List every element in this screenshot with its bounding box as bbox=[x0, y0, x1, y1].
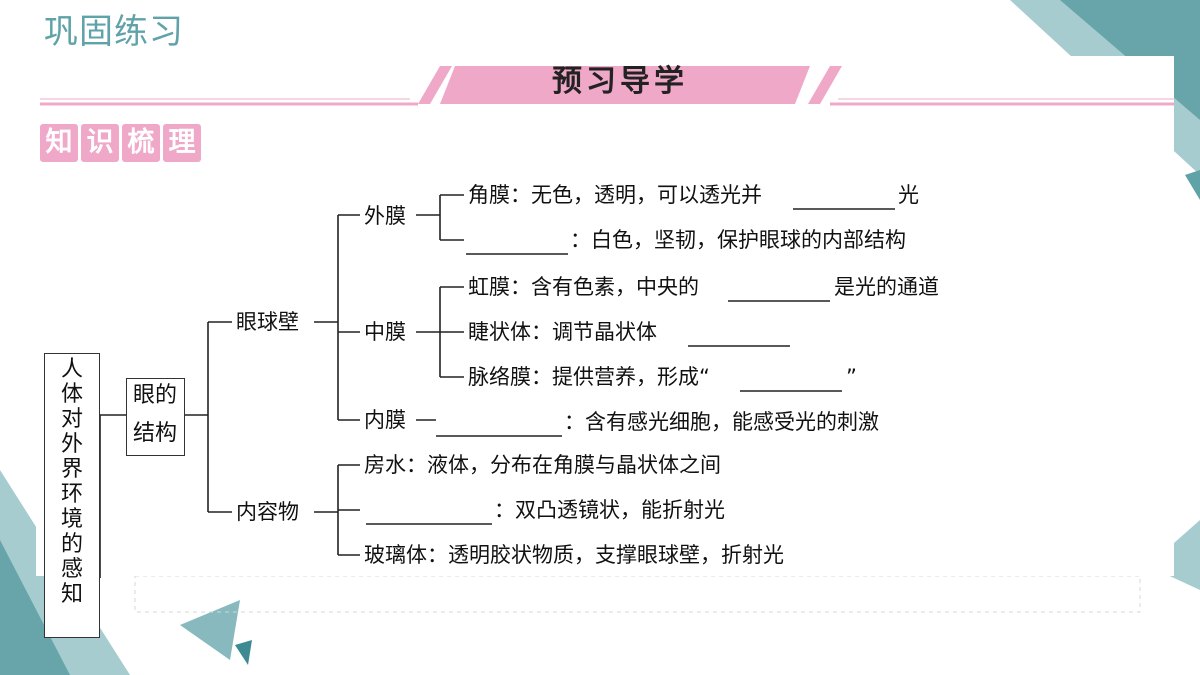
root-node bbox=[44, 353, 100, 638]
node-middle-layer: 中膜 bbox=[364, 320, 406, 344]
level1-label-line1: 眼的 bbox=[133, 383, 178, 408]
node-contents: 内容物 bbox=[236, 500, 299, 524]
leaf-choroid-end: ” bbox=[846, 365, 857, 389]
leaf-choroid: 脉络膜：提供营养，形成“ bbox=[468, 365, 710, 389]
leaf-iris-end: 是光的通道 bbox=[834, 275, 939, 299]
node-eyeball-wall: 眼球壁 bbox=[236, 310, 299, 334]
section-heading: 知 识 梳 理 bbox=[40, 124, 201, 162]
level1-label-line2: 结构 bbox=[133, 421, 178, 446]
slide-title: 巩固练习 bbox=[44, 12, 184, 52]
leaf-iris: 虹膜：含有色素，中央的 bbox=[468, 275, 699, 299]
node-inner-layer: 内膜 bbox=[364, 408, 406, 432]
leaf-aqueous: 房水：液体，分布在角膜与晶状体之间 bbox=[364, 453, 721, 477]
section-char: 梳 bbox=[122, 124, 160, 162]
leaf-ciliary: 睫状体：调节晶状体 bbox=[468, 320, 657, 344]
leaf-vitreous: 玻璃体：透明胶状物质，支撑眼球壁，折射光 bbox=[364, 543, 784, 567]
root-label: 人体对外界环境的感知 bbox=[60, 357, 83, 607]
leaf-cornea: 角膜：无色，透明，可以透光并 bbox=[468, 183, 762, 207]
level1-node bbox=[126, 378, 185, 456]
section-char: 识 bbox=[81, 124, 119, 162]
leaf-cornea-end: 光 bbox=[898, 183, 919, 207]
section-char: 知 bbox=[40, 124, 78, 162]
content-card bbox=[36, 56, 1174, 576]
leaf-sclera: ：白色，坚韧，保护眼球的内部结构 bbox=[570, 228, 906, 252]
leaf-retina: ：含有感光细胞，能感受光的刺激 bbox=[564, 410, 879, 434]
leaf-lens: ：双凸透镜状，能折射光 bbox=[494, 498, 725, 522]
node-outer-layer: 外膜 bbox=[364, 204, 406, 228]
section-char: 理 bbox=[163, 124, 201, 162]
banner-title: 预习导学 bbox=[552, 64, 688, 99]
